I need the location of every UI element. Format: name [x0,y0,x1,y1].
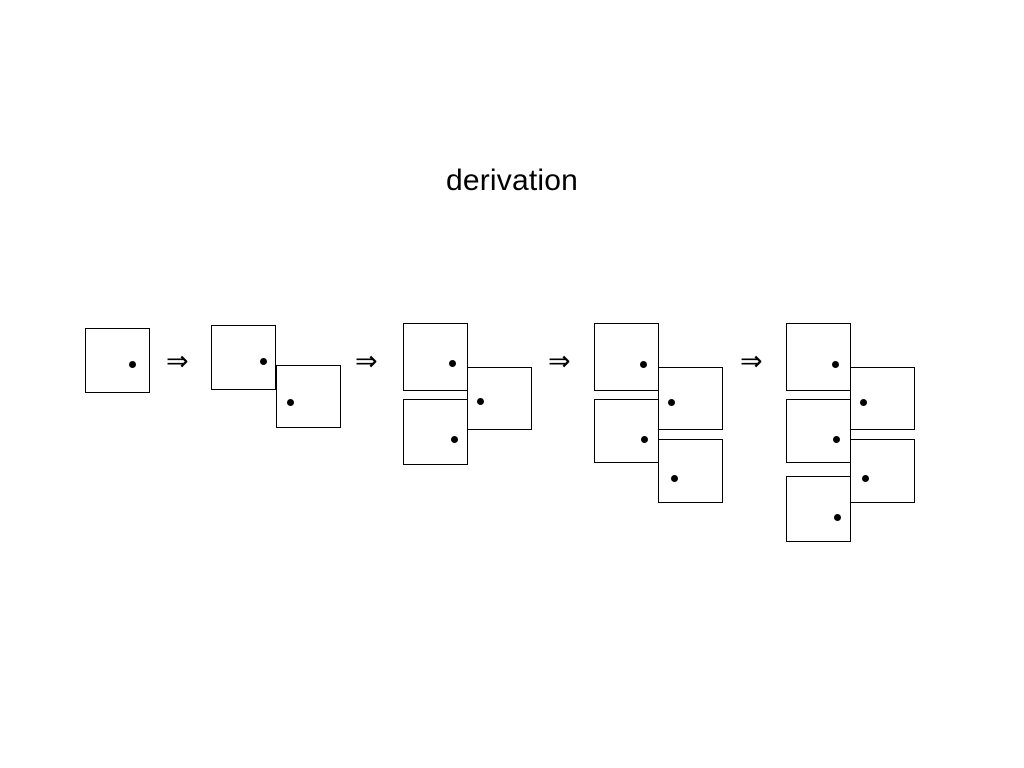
double-right-arrow-a3: ⇒ [548,346,571,377]
cell-s4c4 [658,439,723,503]
cell-dot-s5c2 [860,399,867,406]
cell-dot-s5c4 [862,475,869,482]
cell-s5c4 [850,439,915,503]
cell-s5c2 [850,367,915,430]
double-right-arrow-a2: ⇒ [355,346,378,377]
cell-s4c1 [594,323,659,391]
cell-s3c2 [467,367,532,430]
cell-dot-s4c2 [668,399,675,406]
cell-s4c3 [594,399,659,463]
cell-s2c1 [211,325,276,390]
cell-s4c2 [658,367,723,430]
cell-dot-s5c5 [834,514,841,521]
cell-dot-s3c2 [477,398,484,405]
double-right-arrow-a4: ⇒ [740,346,763,377]
page-title: derivation [445,164,579,197]
cell-s2c2 [276,365,341,428]
cell-s3c1 [403,323,468,391]
cell-dot-s4c1 [640,361,647,368]
cell-dot-s5c1 [832,361,839,368]
double-right-arrow-a1: ⇒ [166,346,189,377]
cell-dot-s4c3 [641,436,648,443]
cell-s5c3 [786,399,851,463]
cell-dot-s3c3 [451,436,458,443]
cell-dot-s1c1 [129,361,136,368]
cell-s1c1 [85,328,150,393]
cell-dot-s2c1 [260,358,267,365]
cell-dot-s2c2 [287,399,294,406]
cell-dot-s3c1 [449,360,456,367]
cell-s3c3 [403,399,468,465]
cell-dot-s5c3 [833,436,840,443]
cell-s5c5 [786,476,851,542]
cell-dot-s4c4 [671,475,678,482]
cell-s5c1 [786,323,851,391]
